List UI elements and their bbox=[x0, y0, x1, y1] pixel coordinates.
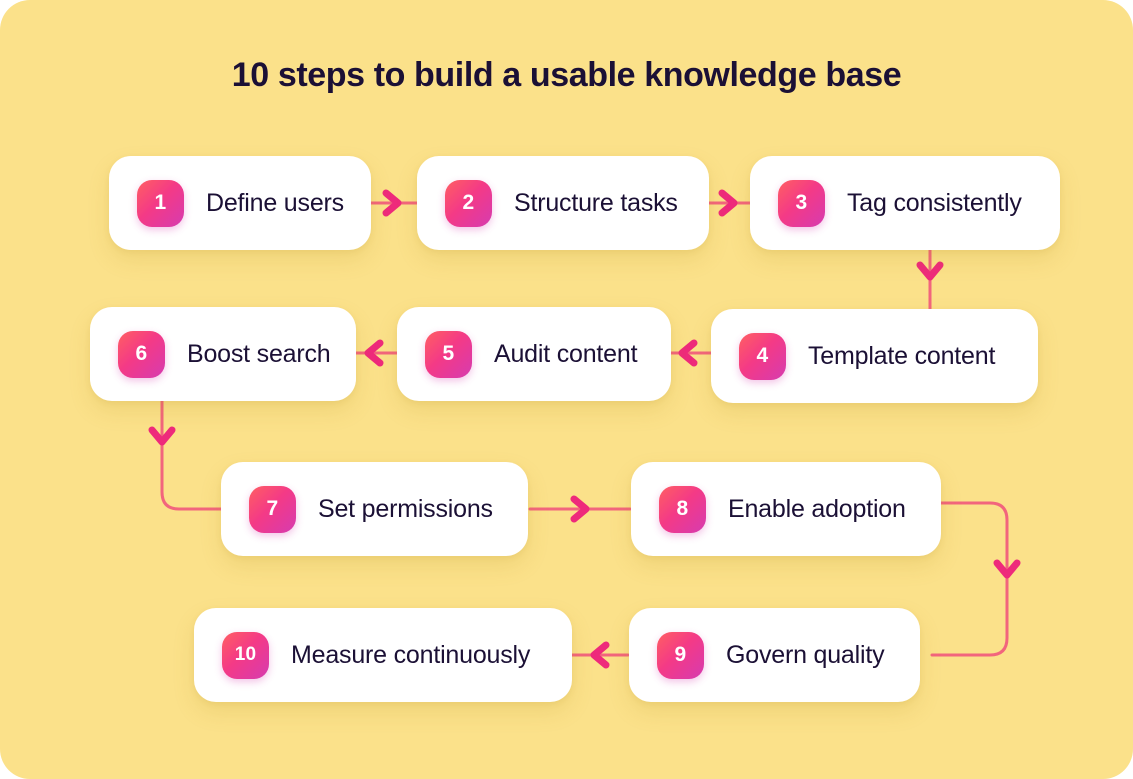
step-number-badge: 8 bbox=[659, 485, 706, 533]
step-label: Measure continuously bbox=[291, 640, 531, 669]
step-number-badge: 4 bbox=[739, 332, 786, 380]
step-card-1[interactable]: 1 Define users bbox=[109, 156, 371, 250]
step-card-5[interactable]: 5 Audit content bbox=[397, 307, 671, 401]
step-number-badge: 9 bbox=[657, 631, 704, 679]
step-label: Boost search bbox=[187, 339, 331, 368]
step-card-8[interactable]: 8 Enable adoption bbox=[631, 462, 941, 556]
step-card-2[interactable]: 2 Structure tasks bbox=[417, 156, 709, 250]
step-label: Template content bbox=[808, 341, 996, 370]
step-number-badge: 10 bbox=[222, 631, 269, 679]
step-number-badge: 6 bbox=[118, 330, 165, 378]
step-label: Set permissions bbox=[318, 494, 493, 523]
connector-5-to-6 bbox=[352, 339, 400, 367]
step-card-7[interactable]: 7 Set permissions bbox=[221, 462, 528, 556]
step-label: Tag consistently bbox=[847, 188, 1022, 217]
connector-1-to-2 bbox=[368, 189, 420, 217]
connector-6-to-7 bbox=[148, 398, 230, 511]
page-title: 10 steps to build a usable knowledge bas… bbox=[231, 56, 902, 94]
step-card-3[interactable]: 3 Tag consistently bbox=[750, 156, 1060, 250]
step-label: Audit content bbox=[494, 339, 638, 368]
step-card-9[interactable]: 9 Govern quality bbox=[629, 608, 920, 702]
step-number-badge: 3 bbox=[778, 179, 825, 227]
step-label: Enable adoption bbox=[728, 494, 906, 523]
step-card-4[interactable]: 4 Template content bbox=[711, 309, 1038, 403]
connector-4-to-5 bbox=[666, 339, 714, 367]
connector-2-to-3 bbox=[706, 189, 754, 217]
step-number-badge: 2 bbox=[445, 179, 492, 227]
step-card-10[interactable]: 10 Measure continuously bbox=[194, 608, 572, 702]
step-number-badge: 7 bbox=[249, 485, 296, 533]
step-label: Structure tasks bbox=[514, 188, 678, 217]
connector-3-to-4 bbox=[916, 246, 944, 314]
connector-7-to-8 bbox=[528, 495, 632, 523]
connector-8-to-9 bbox=[930, 501, 1021, 657]
step-label: Define users bbox=[206, 188, 344, 217]
step-card-6[interactable]: 6 Boost search bbox=[90, 307, 356, 401]
step-label: Govern quality bbox=[726, 640, 885, 669]
step-number-badge: 1 bbox=[137, 179, 184, 227]
connector-9-to-10 bbox=[570, 641, 630, 669]
step-number-badge: 5 bbox=[425, 330, 472, 378]
